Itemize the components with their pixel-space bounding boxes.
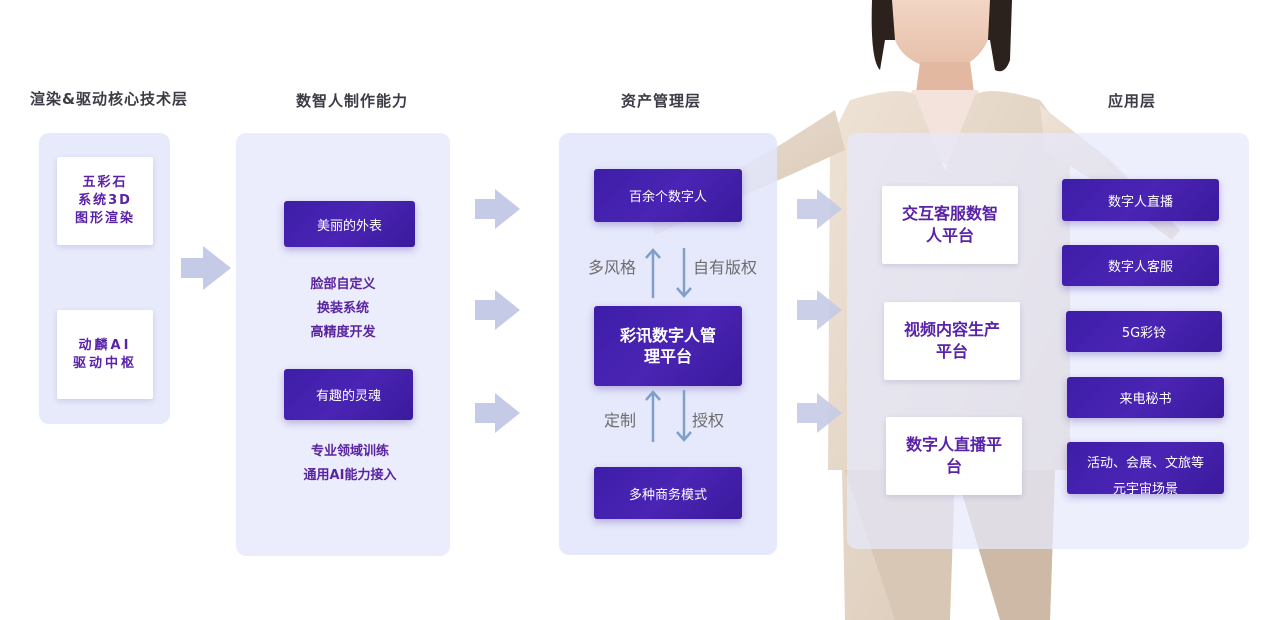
app-live-streaming: 数字人直播: [1062, 179, 1219, 221]
platform-line: 彩讯数字人管: [619, 326, 716, 345]
chevron-right-icon: [797, 393, 842, 433]
appearance-feature-list: 脸部自定义 换装系统 高精度开发: [280, 273, 406, 345]
interesting-soul-button: 有趣的灵魂: [284, 369, 413, 420]
arrow-up-icon: [645, 248, 661, 298]
feature-item: 换装系统: [316, 301, 369, 316]
wucaishi-render-card: 五彩石 系统3D 图形渲染: [57, 157, 153, 245]
chevron-right-icon: [475, 393, 520, 433]
feature-item: 高精度开发: [310, 325, 376, 340]
card-line: 系统3D: [78, 193, 132, 208]
donglin-ai-card: 动麟AI 驱动中枢: [57, 310, 153, 399]
multi-style-label: 多风格: [588, 258, 637, 277]
card-line: 驱动中枢: [72, 355, 137, 371]
chevron-right-icon: [797, 290, 842, 330]
feature-item: 脸部自定义: [310, 277, 376, 292]
card-line: 平台: [935, 342, 968, 361]
app-line: 元宇宙场景: [1112, 482, 1178, 494]
chevron-right-icon: [181, 246, 231, 290]
card-line: 五彩石: [82, 175, 128, 190]
app-call-secretary: 来电秘书: [1067, 377, 1224, 418]
card-line: 视频内容生产: [903, 320, 1000, 339]
card-line: 人平台: [925, 226, 974, 245]
card-line: 图形渲染: [74, 211, 135, 226]
asset-layer-title: 资产管理层: [620, 92, 701, 110]
card-line: 动麟AI: [78, 337, 132, 353]
license-label: 授权: [692, 411, 725, 430]
arrow-down-icon: [676, 248, 692, 298]
capability-layer-title: 数智人制作能力: [295, 92, 408, 110]
card-line: 数字人直播平: [905, 435, 1002, 454]
chevron-right-icon: [475, 189, 520, 229]
interactive-service-platform-card: 交互客服数智 人平台: [882, 186, 1018, 264]
custom-label: 定制: [604, 411, 637, 430]
app-5g-ringtone: 5G彩铃: [1066, 311, 1222, 352]
app-line: 活动、会展、文旅等: [1086, 456, 1204, 471]
video-content-platform-card: 视频内容生产 平台: [884, 302, 1020, 380]
chevron-right-icon: [797, 189, 842, 229]
arrow-up-icon: [645, 390, 661, 442]
hundred-digital-humans-button: 百余个数字人: [594, 169, 742, 222]
business-models-button: 多种商务模式: [594, 467, 742, 519]
platform-line: 理平台: [643, 347, 692, 366]
feature-item: 通用AI能力接入: [303, 468, 397, 483]
live-streaming-platform-card: 数字人直播平 台: [886, 417, 1022, 495]
feature-item: 专业领域训练: [310, 444, 389, 459]
card-line: 台: [945, 457, 962, 476]
chevron-right-icon: [475, 290, 520, 330]
app-events-metaverse: 活动、会展、文旅等 元宇宙场景: [1067, 442, 1224, 494]
soul-feature-list: 专业领域训练 通用AI能力接入: [290, 440, 410, 488]
beautiful-appearance-button: 美丽的外表: [284, 201, 415, 247]
own-copyright-label: 自有版权: [693, 258, 758, 277]
arrow-down-icon: [676, 390, 692, 442]
render-layer-title: 渲染&驱动核心技术层: [29, 90, 189, 108]
application-layer-title: 应用层: [1107, 92, 1156, 110]
management-platform-button: 彩讯数字人管 理平台: [594, 306, 742, 386]
card-line: 交互客服数智: [901, 204, 998, 223]
app-customer-service: 数字人客服: [1062, 245, 1219, 286]
